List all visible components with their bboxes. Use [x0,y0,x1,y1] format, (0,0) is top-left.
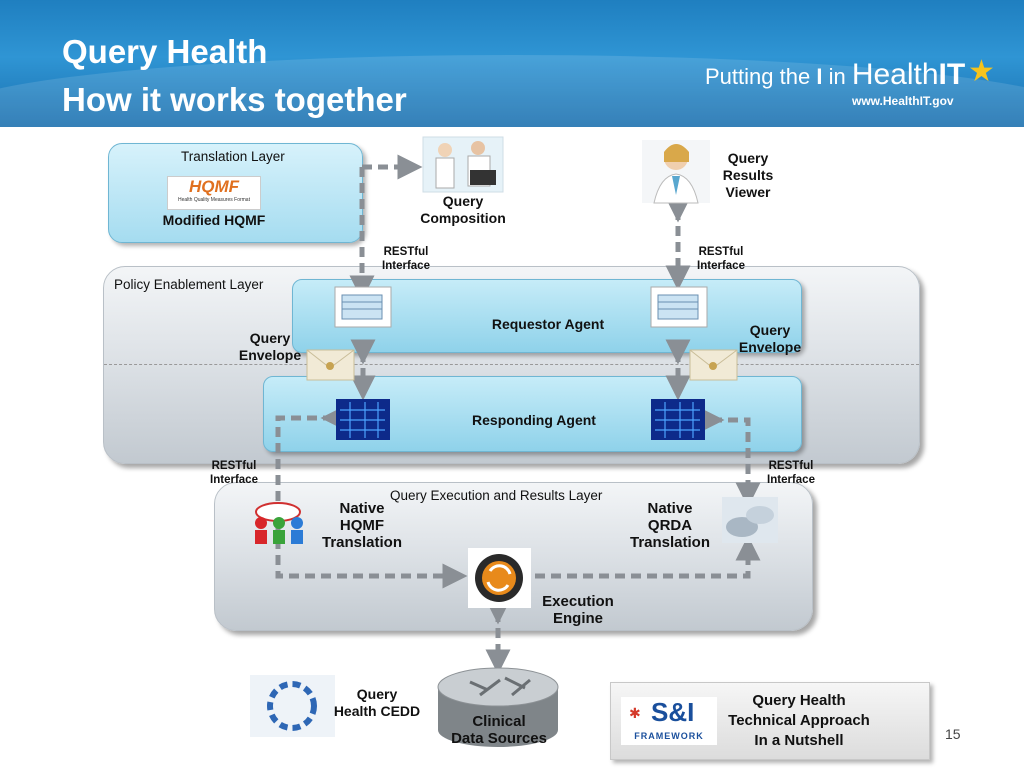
arrow-right-restful [699,407,761,508]
slide-title-line1: Query Health [62,33,268,70]
people-network-icon [255,502,303,544]
requestor-form-icon-left [334,286,392,328]
si-framework-box: S&I ✱ FRAMEWORK Query Health Technical A… [610,682,930,760]
page-number: 15 [945,726,961,742]
clinical-data-icon [437,667,559,747]
circuit-icon-right [651,399,705,440]
si-framework-logo: S&I ✱ FRAMEWORK [621,697,717,745]
brand-url[interactable]: www.HealthIT.gov [852,94,954,108]
translation-layer-box: Translation Layer HQMF Health Quality Me… [108,143,363,243]
header-glow [0,55,1024,127]
star-icon: ★ [968,55,995,88]
execution-engine-label: Execution Engine [542,593,614,627]
translation-layer-title: Translation Layer [181,149,285,164]
cedd-cycle-icon [250,675,335,737]
query-composition-icon [422,136,504,193]
restful-interface-left-top: RESTful Interface [382,246,430,272]
si-spark-icon: ✱ [629,705,641,721]
qrda-translation-icon [722,497,778,543]
si-framework-caption: Query Health Technical Approach In a Nut… [728,692,870,749]
arrow-engine-qrda [535,535,761,579]
restful-interface-left-bottom: RESTful Interface [210,460,258,486]
native-qrda-label: Native QRDA Translation [629,500,711,551]
healthit-brand: Putting the I in HealthIT [705,58,966,91]
circuit-icon-left [336,399,390,440]
restful-interface-right-top: RESTful Interface [697,246,745,272]
query-envelope-right-label: Query Envelope [738,322,802,355]
requestor-form-icon-right [650,286,708,328]
clinical-data-label: Clinical Data Sources [451,713,547,747]
policy-layer-divider [104,364,919,365]
header-banner: Query Health How it works together Putti… [0,0,1024,127]
responding-agent-label: Responding Agent [472,412,596,428]
execution-engine-icon [468,548,531,608]
slide-title-line2: How it works together [62,81,407,118]
query-results-viewer-label: Query Results Viewer [722,150,774,200]
modified-hqmf-label: Modified HQMF [162,212,266,228]
restful-interface-right-bottom: RESTful Interface [767,460,815,486]
requestor-agent-label: Requestor Agent [491,316,605,332]
native-hqmf-label: Native HQMF Translation [321,500,403,551]
query-composition-label: Query Composition [420,193,506,226]
query-envelope-left-label: Query Envelope [238,330,302,363]
envelope-icon-left [306,349,355,381]
arrow-left-restful [275,405,468,589]
cedd-label: Query Health CEDD [333,686,421,719]
envelope-icon-right [689,349,738,381]
hqmf-logo: HQMF Health Quality Measures Format [167,176,261,210]
policy-layer-title: Policy Enablement Layer [114,277,264,292]
query-results-viewer-icon [642,140,710,204]
